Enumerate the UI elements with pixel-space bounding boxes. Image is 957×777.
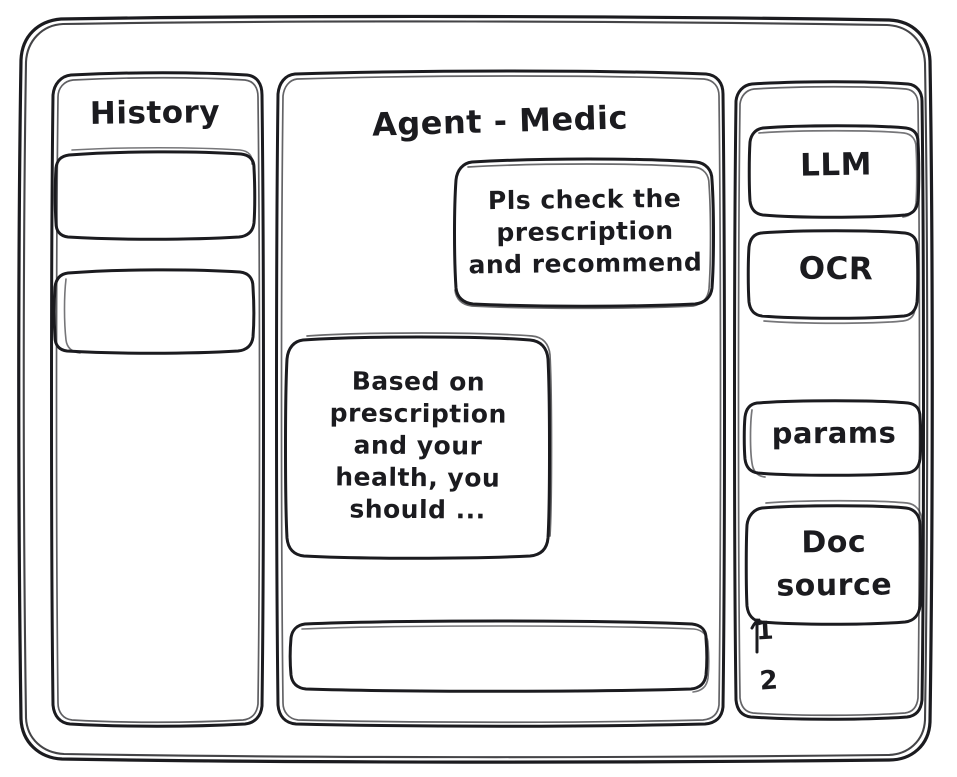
doc-source-list-item-1[interactable] xyxy=(746,610,806,654)
user-message-bubble xyxy=(455,160,713,308)
agent-message-bubble xyxy=(286,334,552,560)
message-input[interactable] xyxy=(290,620,709,693)
params-button[interactable] xyxy=(744,400,922,478)
doc-source-button[interactable] xyxy=(746,500,924,626)
history-item-1[interactable] xyxy=(56,150,254,240)
history-item-2[interactable] xyxy=(55,269,253,354)
doc-source-list-item-2[interactable] xyxy=(746,656,806,704)
llm-button[interactable] xyxy=(749,125,920,219)
ocr-button[interactable] xyxy=(748,230,919,320)
